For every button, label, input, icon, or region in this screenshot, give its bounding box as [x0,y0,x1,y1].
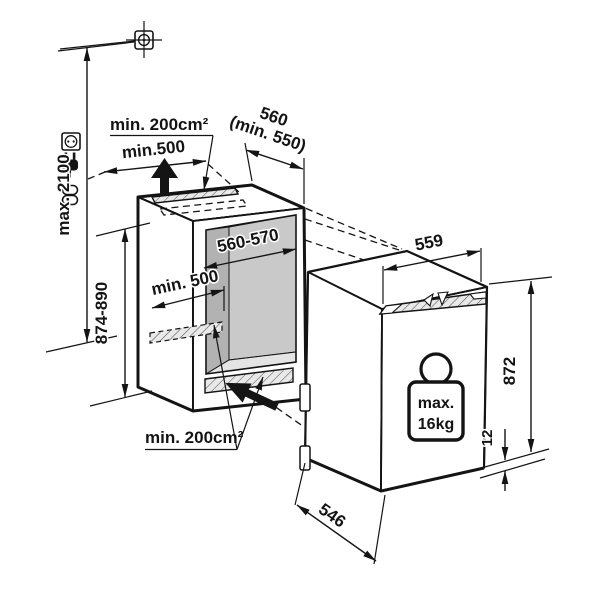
power-socket-icon [61,132,81,151]
dimension-bottom-clearance: 12 [478,428,546,491]
top-duct-hidden-edge [158,199,249,216]
door-weight-label-2: 16kg [418,416,454,433]
dimension-top-duct-width: min.500 [103,135,207,174]
crosshair-marker-icon [59,21,162,58]
top-vent-label: min. 200cm² [110,115,209,134]
plinth-air-vent-slot [204,367,294,394]
airflow-up-arrow-icon [151,158,178,196]
bottom-clearance-label: 12 [479,430,496,447]
top-duct-width-label: min.500 [121,137,186,163]
appliance-width-label: 559 [413,231,444,255]
dimension-niche-height: 874-890 [89,222,153,407]
appliance-side-face [304,271,383,492]
appliance-box: max. 16kg [299,249,489,493]
power-plug-icon [62,152,78,178]
plug-cable-icon [61,184,79,206]
hinge-bracket-upper [299,383,311,412]
dimension-max-height: max. 2100 [45,41,135,353]
niche-height-label: 874-890 [92,282,111,344]
hinge-bracket-lower [299,445,311,471]
appliance-height-label: 872 [500,357,519,385]
weight-icon: max. 16kg [407,352,465,442]
door-weight-label-1: max. [418,395,454,412]
dimension-appliance-height: 872 [473,276,553,471]
airflow-in-arrow-icon [225,382,279,411]
appliance-depth-label: 546 [315,500,349,532]
dimension-top-vent-area: min. 200cm² [109,114,214,191]
door-vent-grille [378,291,487,315]
niche-box [136,183,308,413]
floor-air-vent-slot [149,321,223,344]
bottom-vent-label: min. 200cm² [145,428,244,447]
max-height-label: max. 2100 [54,154,73,235]
dimension-bottom-vent-area: min. 200cm² [144,324,264,451]
